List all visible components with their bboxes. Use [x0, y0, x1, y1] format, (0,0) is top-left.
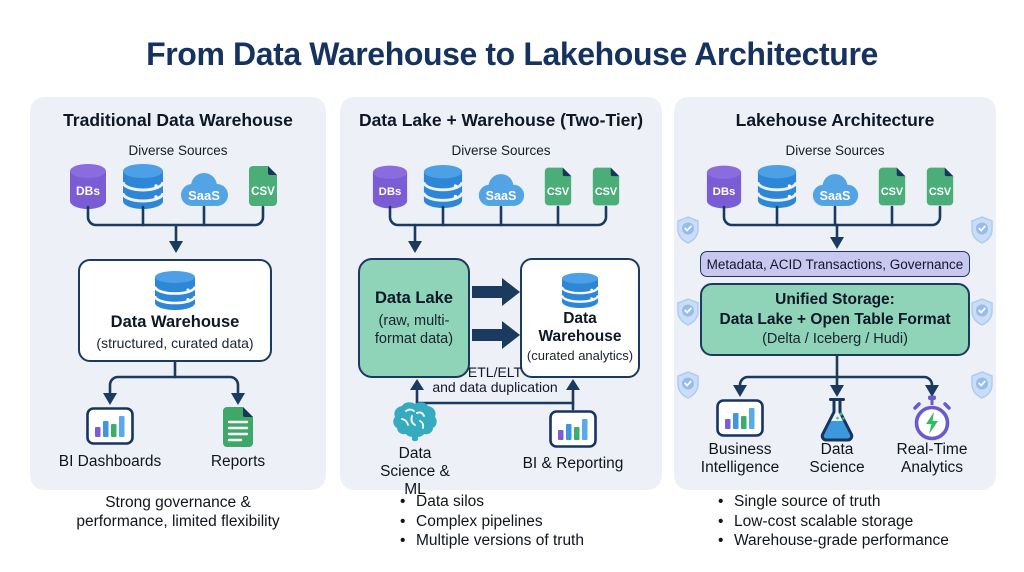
panel-lakehouse: Lakehouse Architecture Diverse Sources	[674, 97, 996, 490]
bullet-dot: •	[400, 532, 406, 549]
stacked-database-icon	[756, 165, 798, 208]
bullet-dot: •	[718, 532, 724, 549]
warehouse-title: Data Warehouse	[538, 310, 622, 345]
saas-cloud-icon: SaaS	[478, 174, 525, 206]
data-lake-box: Data Lake (raw, multi-format data)	[358, 258, 470, 378]
saas-label: SaaS	[486, 189, 517, 203]
panel1-caption-line2: performance, limited flexibility	[76, 513, 280, 530]
bi-reporting-label: BI & Reporting	[522, 455, 624, 472]
reports-label: Reports	[210, 453, 266, 470]
panel2-header: Data Lake + Warehouse (Two-Tier)	[358, 110, 644, 130]
unified-storage-line1: Unified Storage:	[775, 291, 895, 308]
shield-check-icon	[971, 216, 993, 244]
panel1-sources-label: Diverse Sources	[128, 143, 228, 158]
bullet-text: Warehouse-grade performance	[734, 532, 949, 549]
panel3-benefits-list: • Single source of truth • Low-cost scal…	[718, 493, 949, 552]
etl-line1: ETL/ELT	[467, 364, 523, 380]
business-intelligence-icon	[716, 399, 764, 437]
list-item: • Complex pipelines	[400, 513, 584, 532]
unified-storage-box: Unified Storage: Data Lake + Open Table …	[700, 283, 970, 356]
list-item: • Low-cost scalable storage	[718, 513, 949, 532]
etl-label: ETL/ELT and data duplication	[395, 365, 595, 395]
data-lake-title: Data Lake	[375, 288, 453, 307]
bullet-text: Complex pipelines	[416, 512, 543, 530]
shield-check-icon	[971, 298, 993, 326]
data-science-flask-icon	[820, 398, 854, 442]
database-purple-icon: DBs	[372, 165, 408, 209]
etl-line2: and data duplication	[432, 379, 558, 395]
page-title: From Data Warehouse to Lakehouse Archite…	[146, 36, 878, 72]
csv-label: CSV	[929, 186, 952, 198]
data-science-label: Data Science	[809, 441, 865, 476]
saas-label: SaaS	[188, 188, 220, 203]
bi-dashboard-icon	[86, 407, 134, 445]
csv-file-icon: CSV	[926, 167, 954, 206]
list-item: • Single source of truth	[718, 493, 949, 512]
panel1-caption-line1: Strong governance &	[105, 494, 251, 511]
panel-traditional-warehouse: Traditional Data Warehouse Diverse Sourc…	[30, 97, 326, 490]
warehouse-title: Data Warehouse	[110, 313, 240, 331]
panel1-header: Traditional Data Warehouse	[63, 110, 293, 130]
list-item: • Multiple versions of truth	[400, 532, 584, 551]
warehouse-subtitle: (curated analytics)	[526, 348, 634, 363]
saas-label: SaaS	[820, 189, 851, 203]
db-label: DBs	[379, 186, 402, 198]
db-label: DBs	[76, 184, 100, 198]
real-time-stopwatch-icon	[913, 395, 951, 441]
list-item: • Warehouse-grade performance	[718, 532, 949, 551]
saas-cloud-icon: SaaS	[812, 174, 859, 206]
stacked-database-icon	[422, 165, 464, 208]
bullet-dot: •	[718, 512, 724, 530]
csv-file-icon: CSV	[592, 167, 620, 206]
bullet-text: Single source of truth	[734, 493, 881, 510]
shield-check-icon	[677, 216, 699, 244]
list-item: • Data silos	[400, 493, 584, 512]
panel2-drawbacks-list: • Data silos • Complex pipelines • Multi…	[400, 493, 584, 552]
panel3-sources-label: Diverse Sources	[785, 143, 885, 158]
csv-file-icon: CSV	[249, 166, 277, 206]
bullet-dot: •	[400, 493, 406, 510]
unified-storage-line2: Data Lake + Open Table Format	[719, 311, 951, 328]
report-document-icon	[223, 407, 253, 447]
real-time-analytics-label: Real-Time Analytics	[896, 441, 968, 476]
bullet-text: Low-cost scalable storage	[734, 512, 914, 530]
csv-file-icon: CSV	[544, 167, 572, 206]
panel-two-tier: Data Lake + Warehouse (Two-Tier) Diverse…	[340, 97, 662, 498]
csv-label: CSV	[547, 186, 570, 198]
metadata-governance-bar: Metadata, ACID Transactions, Governance	[700, 251, 970, 277]
warehouse-database-icon	[560, 272, 600, 308]
shield-check-icon	[677, 371, 699, 399]
csv-label: CSV	[595, 186, 618, 198]
unified-storage-line3: (Delta / Iceberg / Hudi)	[762, 331, 908, 347]
shield-check-icon	[971, 371, 993, 399]
database-purple-icon: DBs	[706, 165, 742, 209]
stacked-database-icon	[121, 164, 165, 209]
data-science-ml-label: Data Science & ML	[380, 445, 450, 498]
bi-reporting-icon	[549, 410, 597, 448]
bullet-dot: •	[400, 512, 406, 530]
saas-cloud-icon: SaaS	[181, 173, 228, 206]
data-lake-subtitle: (raw, multi-format data)	[374, 312, 454, 347]
brain-icon	[393, 402, 437, 442]
warehouse-subtitle: (structured, curated data)	[96, 335, 254, 351]
panel2-sources-label: Diverse Sources	[451, 143, 551, 158]
panel1-caption: Strong governance & performance, limited…	[30, 493, 326, 531]
bullet-text: Data silos	[416, 493, 485, 510]
data-warehouse-box: Data Warehouse (structured, curated data…	[78, 259, 272, 362]
bi-dashboards-label: BI Dashboards	[58, 453, 162, 470]
csv-label: CSV	[881, 186, 904, 198]
business-intelligence-label: Business Intelligence	[700, 441, 780, 476]
database-purple-icon: DBs	[70, 164, 106, 209]
bullet-text: Multiple versions of truth	[416, 532, 584, 549]
shield-check-icon	[677, 298, 699, 326]
warehouse-database-icon	[153, 271, 197, 310]
csv-file-icon: CSV	[878, 167, 906, 206]
csv-label: CSV	[251, 186, 275, 198]
bullet-dot: •	[718, 493, 724, 510]
panel3-header: Lakehouse Architecture	[735, 110, 935, 130]
data-warehouse-box: Data Warehouse (curated analytics)	[520, 258, 640, 378]
db-label: DBs	[713, 186, 736, 198]
